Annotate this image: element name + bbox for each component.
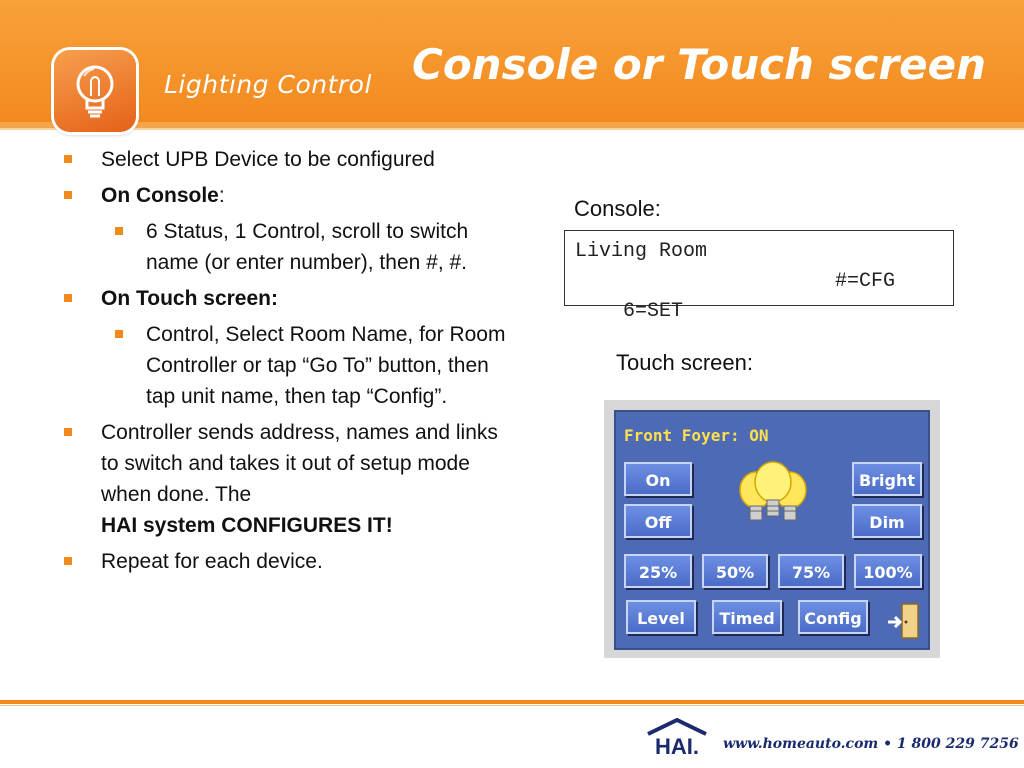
footer-divider-highlight: [0, 705, 1024, 706]
header-divider-highlight: [0, 128, 1024, 130]
bullet-marker: [64, 155, 72, 163]
bullet-marker: [64, 294, 72, 302]
level-button[interactable]: Level: [626, 600, 696, 634]
bullet-text: Select UPB Device to be configured: [101, 148, 435, 171]
level-25-button[interactable]: 25%: [624, 554, 692, 588]
list-item: Control, Select Room Name, for Room Cont…: [60, 319, 520, 412]
console-display: Living Room 6=SET #=CFG: [564, 230, 954, 323]
console-set-option: 6=SET: [623, 300, 684, 323]
list-item: On Console:: [60, 180, 520, 211]
console-line-1: Living Room: [575, 240, 708, 263]
level-75-button[interactable]: 75%: [778, 554, 844, 588]
on-button[interactable]: On: [624, 462, 692, 496]
logo-text: HAI.: [655, 734, 699, 758]
bullet-marker: [115, 330, 123, 338]
bullet-suffix: :: [218, 184, 225, 207]
light-bulbs-icon: [739, 461, 807, 521]
bullet-marker: [64, 557, 72, 565]
timed-button[interactable]: Timed: [712, 600, 782, 634]
page-title: Console or Touch screen: [412, 40, 987, 89]
list-item: Controller sends address, names and link…: [60, 417, 520, 541]
off-button[interactable]: Off: [624, 504, 692, 538]
section-label: Lighting Control: [164, 70, 372, 99]
dim-button[interactable]: Dim: [852, 504, 922, 538]
bullet-marker: [64, 428, 72, 436]
console-label: Console:: [574, 196, 661, 221]
bullet-emphasis: HAI system CONFIGURES IT!: [101, 514, 393, 537]
level-50-button[interactable]: 50%: [702, 554, 768, 588]
bullet-marker: [64, 191, 72, 199]
bullet-text: On Console: [101, 184, 219, 207]
touch-screen-label: Touch screen:: [616, 350, 753, 375]
header-divider: [0, 122, 1024, 128]
bullet-text: 6 Status, 1 Control, scroll to switch na…: [146, 220, 469, 274]
touch-screen-panel: Front Foyer: ON On Off Bright Dim 25% 50…: [614, 410, 930, 650]
hai-logo: HAI.: [647, 718, 707, 758]
config-button[interactable]: Config: [798, 600, 868, 634]
bullet-text: Control, Select Room Name, for Room Cont…: [146, 323, 506, 408]
bullet-text: Controller sends address, names and link…: [101, 421, 498, 506]
footer-divider: [0, 700, 1024, 704]
light-bulb-icon: [54, 50, 136, 132]
console-line-2: 6=SET #=CFG: [575, 267, 943, 323]
exit-door-icon[interactable]: [886, 602, 922, 642]
footer-contact: www.homeauto.com • 1 800 229 7256: [723, 736, 1019, 752]
list-item: 6 Status, 1 Control, scroll to switch na…: [60, 216, 520, 278]
bullet-list: Select UPB Device to be configured On Co…: [60, 144, 520, 582]
bullet-text: On Touch screen:: [101, 287, 278, 310]
list-item: On Touch screen:: [60, 283, 520, 314]
list-item: Repeat for each device.: [60, 546, 520, 577]
console-cfg-option: #=CFG: [835, 270, 896, 293]
header-banner: [0, 0, 1024, 122]
device-status: Front Foyer: ON: [624, 426, 769, 445]
level-100-button[interactable]: 100%: [854, 554, 922, 588]
list-item: Select UPB Device to be configured: [60, 144, 520, 175]
bullet-marker: [115, 227, 123, 235]
bright-button[interactable]: Bright: [852, 462, 922, 496]
bullet-text: Repeat for each device.: [101, 550, 323, 573]
